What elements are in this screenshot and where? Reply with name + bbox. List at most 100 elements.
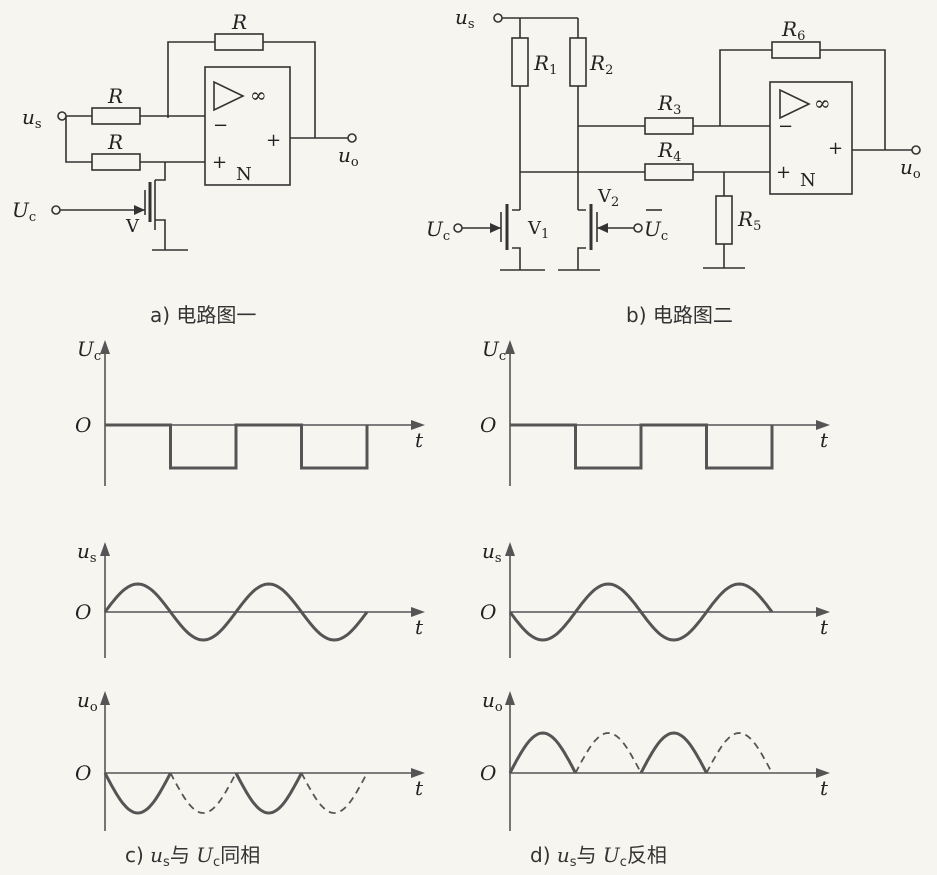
resistor-r5: [715, 195, 733, 245]
r6-wire: [719, 49, 886, 150]
output-terminal-b: [911, 145, 921, 155]
transistor-v2-arrow-icon: [597, 223, 608, 233]
opamp-a-triangle-icon: [213, 80, 245, 112]
time-axis-arrow-icon: [816, 768, 830, 778]
transistor-v1-wires: [500, 209, 545, 271]
resistor-input-a: [91, 107, 141, 125]
opamp-a-minus: −: [213, 115, 228, 136]
input-label-a: us: [22, 105, 42, 132]
transistor-v2-wires: [558, 209, 600, 271]
opamp-a-plus: +: [212, 152, 227, 173]
resistor-r4: [644, 163, 694, 181]
sine-wave: [103, 582, 369, 642]
control-label-b2: Uc: [644, 217, 668, 244]
trace-label: us: [482, 539, 502, 566]
output-half-wave: [103, 772, 172, 815]
control-label-a: Uc: [12, 198, 36, 225]
opamp-b-label: N: [800, 170, 816, 191]
time-axis-arrow-icon: [816, 420, 830, 430]
time-axis-arrow-icon: [411, 768, 425, 778]
resistor-r1: [511, 37, 529, 87]
input-terminal-b: [493, 13, 503, 23]
y-axis-arrow-icon: [100, 691, 110, 705]
output-terminal-a: [347, 133, 357, 143]
origin-label: O: [75, 761, 91, 785]
opamp-b-triangle-icon: [779, 88, 811, 120]
trace-label: uo: [77, 688, 98, 715]
time-label: t: [820, 615, 829, 639]
resistor-r1-label: R1: [533, 51, 557, 78]
control-terminal-a: [51, 205, 61, 215]
time-label: t: [820, 776, 829, 800]
time-label: t: [415, 615, 424, 639]
transistor-v1-label: V1: [527, 218, 549, 242]
opamp-b-box: [769, 81, 853, 195]
output-half-wave: [508, 731, 577, 774]
transistor-v-wires: [152, 162, 188, 251]
y-axis-arrow-icon: [505, 542, 515, 556]
opamp-b-gain: ∞: [814, 91, 831, 115]
time-label: t: [415, 428, 424, 452]
feedback-wire-a: [167, 41, 316, 138]
time-label: t: [820, 428, 829, 452]
origin-label: O: [480, 413, 496, 437]
resistor-noninv-a: [91, 153, 141, 171]
input-wire-a-bottom: [65, 116, 205, 163]
resistor-r6-label: R6: [781, 17, 805, 44]
y-axis-arrow-icon: [505, 340, 515, 354]
origin-label: O: [480, 600, 496, 624]
opamp-a-gain: ∞: [250, 83, 267, 107]
origin-label: O: [480, 761, 496, 785]
transistor-v-label: V: [125, 216, 140, 237]
circuit-b: us R1 R2 R3 R4 R5 ∞ − + + N R6 uo: [426, 5, 921, 327]
control-terminal-b1: [453, 223, 463, 233]
input-label-b: us: [455, 5, 475, 32]
time-label: t: [415, 776, 424, 800]
time-axis-arrow-icon: [411, 420, 425, 430]
r5-wire: [703, 172, 745, 269]
output-label-b: uo: [900, 155, 921, 182]
resistor-noninv-a-label: R: [107, 130, 123, 154]
opamp-b-plus: +: [776, 162, 791, 183]
resistor-r4-label: R4: [657, 138, 681, 165]
opamp-a-out-plus: +: [266, 130, 281, 151]
origin-label: O: [75, 413, 91, 437]
input-terminal-a: [57, 111, 67, 121]
transistor-v2-label: V2: [597, 186, 619, 210]
time-axis-arrow-icon: [411, 607, 425, 617]
control-terminal-b2: [633, 223, 643, 233]
trace-label: Uc: [77, 337, 101, 364]
circuit-a: ∞ − + + N R R R us uo Uc V a) 电路图一: [12, 10, 359, 327]
opamp-b-out-plus: +: [828, 138, 843, 159]
square-wave: [510, 423, 774, 470]
resistor-feedback-a-label: R: [231, 10, 247, 34]
resistor-feedback-a: [214, 33, 264, 51]
resistor-r2-label: R2: [589, 51, 613, 78]
output-half-wave: [234, 772, 303, 815]
caption-a: a) 电路图一: [150, 303, 256, 327]
caption-c: c) us与 Uc同相: [125, 843, 260, 870]
opamp-a-label: N: [236, 164, 252, 185]
suppressed-half-wave: [300, 772, 368, 814]
resistor-r2: [569, 37, 587, 87]
control-label-b1: Uc: [426, 217, 450, 244]
resistor-r5-label: R5: [737, 207, 761, 234]
transistor-v1-arrow-icon: [490, 223, 501, 233]
y-axis-arrow-icon: [505, 691, 515, 705]
output-label-a: uo: [338, 143, 359, 170]
resistor-r6: [771, 41, 821, 59]
sine-wave: [508, 582, 774, 642]
y-axis-arrow-icon: [100, 340, 110, 354]
trace-label: us: [77, 539, 97, 566]
trace-label: Uc: [482, 337, 506, 364]
resistor-r3: [644, 117, 694, 135]
